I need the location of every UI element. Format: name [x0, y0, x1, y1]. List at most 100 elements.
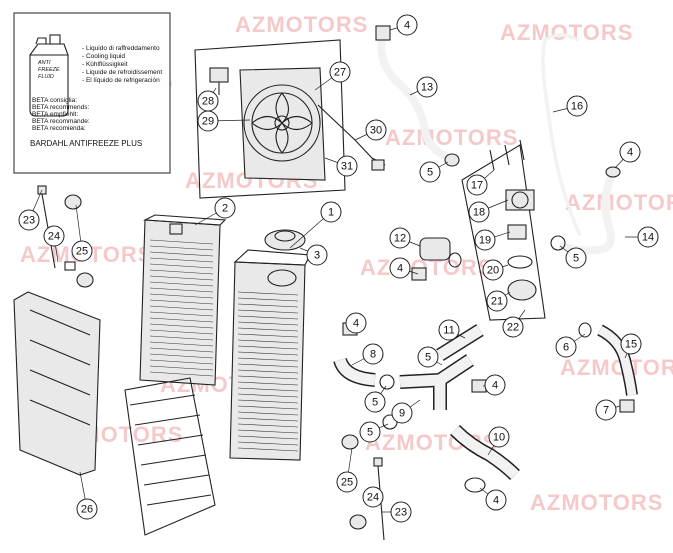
callout-c8: 8: [362, 343, 384, 365]
radiator-guard-slats: [29, 309, 91, 426]
radiator-fin: [237, 327, 299, 332]
thermostat-screw: [489, 149, 495, 171]
radiator-fin: [149, 347, 214, 353]
callout-c23a: 23: [18, 209, 40, 231]
radiator-grille-frame: [124, 377, 216, 536]
callout-c10: 10: [488, 426, 510, 448]
callout-circle: [474, 229, 496, 251]
watermark: AZMOTORS: [560, 355, 673, 380]
radiator-fin: [237, 351, 299, 356]
bolt-head: [373, 457, 383, 467]
radiator-fin: [149, 335, 214, 341]
radiator-fin: [237, 303, 299, 308]
legend-box: [13, 12, 171, 174]
thermostat-assembly: [461, 139, 546, 321]
callout-number: 20: [487, 265, 499, 277]
hose-8: [334, 358, 376, 386]
callout-number: 14: [642, 232, 654, 244]
callout-c5e: 5: [359, 421, 381, 443]
antifreeze-legend: ANTI FREEZE FLUID - Liquido di raffredda…: [13, 12, 171, 174]
radiator-fin: [237, 309, 299, 314]
callout-c5d: 5: [364, 391, 386, 413]
radiator-right-top: [233, 249, 311, 266]
callout-circle: [320, 201, 342, 223]
callout-c13: 13: [416, 76, 438, 98]
legend-beta-line: BETA empfiehlt:: [32, 111, 78, 118]
callout-number: 5: [573, 253, 579, 265]
callout-c6: 6: [555, 336, 577, 358]
callout-number: 13: [421, 82, 433, 94]
callout-c24a: 24: [43, 225, 65, 247]
callout-circle: [484, 374, 506, 396]
thermostat-housing-port: [511, 191, 529, 209]
callout-c22: 22: [502, 316, 524, 338]
antifreeze-can-icon: ANTI FREEZE FLUID: [29, 34, 69, 117]
hose-13: [377, 39, 452, 162]
callout-c18: 18: [468, 201, 490, 223]
callout-c20: 20: [482, 259, 504, 281]
can-label-line: FLUID: [38, 74, 54, 80]
callout-c25a: 25: [71, 240, 93, 262]
thermostat-screw: [519, 139, 525, 161]
callout-circle: [364, 391, 386, 413]
callout-c4f: 4: [485, 489, 507, 511]
radiator-fin: [149, 305, 214, 311]
callout-number: 4: [627, 147, 633, 159]
radiator-fin: [237, 315, 299, 320]
callout-number: 28: [202, 96, 214, 108]
hose-clamp: [464, 477, 486, 493]
callout-c4c: 4: [389, 257, 411, 279]
radiator-fin: [237, 411, 299, 416]
radiator-fin: [237, 447, 299, 452]
legend-beta-line: BETA recommends:: [32, 104, 90, 111]
legend-beta-line: BETA consiglia:: [32, 97, 77, 104]
callout-circle: [555, 336, 577, 358]
hose-clamp: [411, 267, 427, 281]
callout-number: 31: [341, 161, 353, 173]
callout-number: 2: [222, 203, 228, 215]
callout-number: 25: [341, 477, 353, 489]
callout-number: 23: [395, 507, 407, 519]
callout-number: 4: [492, 380, 498, 392]
callout-number: 19: [479, 235, 491, 247]
radiator-fin: [237, 291, 299, 296]
radiator-fin: [237, 363, 299, 368]
watermark: AZMOTORS: [235, 12, 368, 37]
callout-c7: 7: [595, 399, 617, 421]
callout-circle: [329, 61, 351, 83]
legend-line: - Liquide de refroidissement: [82, 69, 162, 76]
callout-c15: 15: [620, 333, 642, 355]
thermostat-screw: [504, 144, 510, 166]
legend-beta-line: BETA recommande:: [32, 118, 90, 125]
callout-circle: [389, 227, 411, 249]
legend-line: - El líquido de refrigeración: [82, 77, 160, 84]
thermostat-group-frame: [461, 144, 546, 321]
callout-number: 21: [491, 296, 503, 308]
callout-number: 29: [202, 116, 214, 128]
callout-c9: 9: [391, 402, 413, 424]
radiator-fin: [237, 405, 299, 410]
hose-10: [451, 426, 519, 479]
callout-circle: [416, 76, 438, 98]
callout-number: 26: [81, 504, 93, 516]
callout-number: 22: [507, 322, 519, 334]
callout-circle: [565, 247, 587, 269]
thermostat-cover: [507, 279, 537, 301]
callout-circle: [306, 244, 328, 266]
radiator-fin: [149, 341, 214, 347]
callout-circle: [365, 119, 387, 141]
watermark: AZMOTORS: [530, 490, 663, 515]
rubber-grommet: [64, 194, 82, 210]
callout-number: 8: [370, 349, 376, 361]
callout-circle: [362, 486, 384, 508]
callout-c2: 2: [214, 197, 236, 219]
callout-c29: 29: [197, 110, 219, 132]
callout-number: 4: [404, 20, 410, 32]
callout-c27: 27: [329, 61, 351, 83]
callout-c24b: 24: [362, 486, 384, 508]
callout-circle: [468, 201, 490, 223]
radiator-grille: [124, 377, 216, 536]
radiator-fin: [237, 441, 299, 446]
callout-circle: [619, 141, 641, 163]
callout-circle: [214, 197, 236, 219]
